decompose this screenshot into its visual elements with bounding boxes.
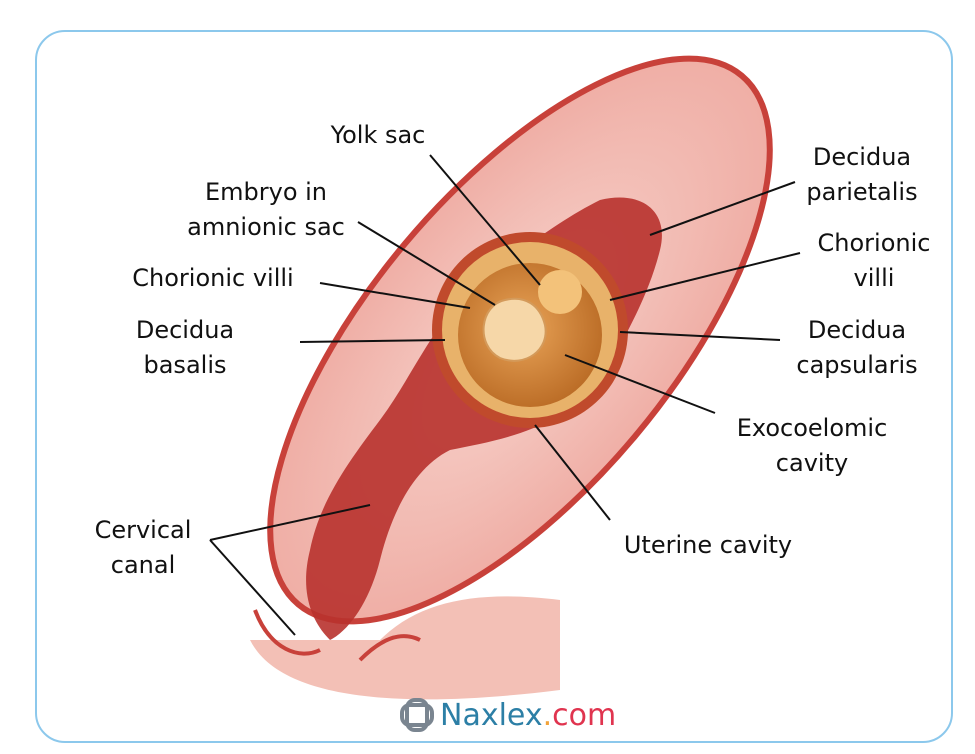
- label-yolk-sac: Yolk sac: [331, 118, 426, 153]
- logo-tld: com: [552, 697, 617, 733]
- leader-lines: [209, 154, 801, 636]
- label-chorionic-villi-left: Chorionic villi: [132, 261, 293, 296]
- label-text: Uterine cavity: [623, 531, 793, 559]
- gestational-sac: [432, 232, 628, 428]
- naxlex-logo-icon: [400, 698, 434, 732]
- label-chorionic-villi-right: Chorionic villi: [818, 226, 931, 296]
- embryo: [482, 297, 547, 362]
- label-text: canal: [110, 551, 176, 579]
- label-text: parietalis: [806, 178, 918, 206]
- label-text: Exocoelomic: [736, 414, 888, 442]
- label-uterine-cavity: Uterine cavity: [624, 528, 792, 563]
- label-text: cavity: [775, 449, 849, 477]
- label-text: Chorionic: [817, 229, 931, 257]
- logo-name: Naxlex: [440, 697, 543, 733]
- label-decidua-parietalis: Decidua parietalis: [806, 140, 917, 210]
- label-decidua-basalis: Decidua basalis: [136, 313, 234, 383]
- label-text: Cervical: [94, 516, 192, 544]
- label-text: Decidua: [812, 143, 912, 171]
- label-decidua-capsularis: Decidua capsularis: [796, 313, 917, 383]
- cervix: [250, 596, 560, 700]
- label-text: capsularis: [796, 351, 918, 379]
- label-text: villi: [853, 264, 895, 292]
- label-text: basalis: [143, 351, 227, 379]
- label-text: Yolk sac: [330, 121, 426, 149]
- yolk-sac: [538, 270, 582, 314]
- label-cervical-canal: Cervical canal: [95, 513, 192, 583]
- label-text: Embryo in: [204, 178, 328, 206]
- label-text: Decidua: [135, 316, 235, 344]
- label-text: Decidua: [807, 316, 907, 344]
- label-text: amnionic sac: [187, 213, 345, 241]
- label-text: Chorionic villi: [132, 264, 294, 292]
- logo-dot: .: [542, 697, 553, 733]
- label-exocoelomic-cavity: Exocoelomic cavity: [737, 411, 888, 481]
- label-embryo: Embryo in amnionic sac: [187, 175, 345, 245]
- frame-border: [35, 30, 953, 743]
- naxlex-logo: Naxlex.com: [398, 697, 616, 733]
